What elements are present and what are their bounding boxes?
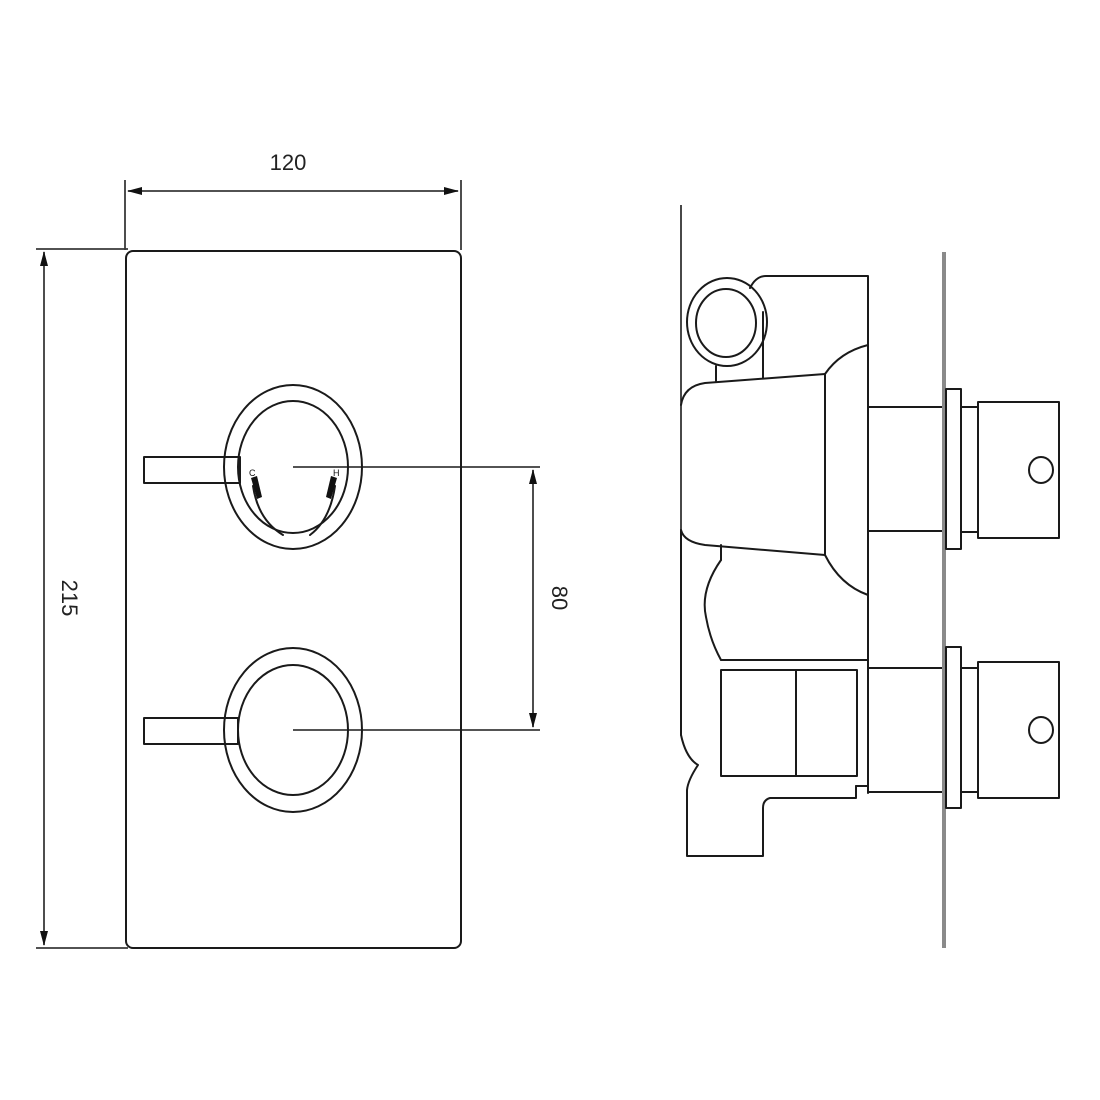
inlet-pipe [686, 275, 869, 408]
width-dimension: 120 [124, 150, 462, 250]
height-label: 215 [57, 580, 82, 617]
upper-cartridge-knob [945, 388, 1060, 550]
width-label: 120 [270, 150, 307, 175]
lower-cartridge-knob [945, 646, 1060, 809]
upper-lever: C H [143, 384, 540, 550]
stems [867, 406, 944, 793]
spacing-dimension: 80 [529, 469, 572, 728]
hot-marking: H [333, 468, 340, 478]
faceplate [125, 250, 462, 949]
spacing-label: 80 [547, 586, 572, 610]
circle-indicator-icon [1028, 456, 1054, 484]
upper-body [680, 344, 869, 661]
circle-indicator-icon [1028, 716, 1054, 744]
height-dimension: 215 [36, 248, 128, 949]
lower-body [680, 529, 869, 857]
side-view [680, 205, 1060, 948]
front-view: 120 215 C H [36, 150, 572, 949]
cold-marking: C [249, 468, 256, 478]
lower-lever [143, 647, 540, 813]
